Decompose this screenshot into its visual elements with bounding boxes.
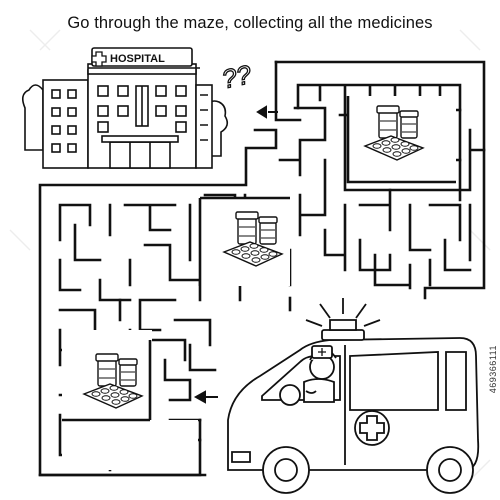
left-arrow-icon (193, 390, 218, 404)
siren-rays (305, 298, 381, 327)
watermark (9, 29, 491, 481)
question-marks: ?? (219, 59, 254, 94)
instruction-title: Go through the maze, collecting all the … (67, 14, 433, 32)
hospital-sign: HOSPITAL (110, 53, 165, 65)
hospital-building-icon (21, 47, 229, 169)
ambulance-icon (227, 319, 480, 494)
medicine-room-1 (348, 96, 456, 182)
left-arrow-icon (256, 105, 278, 119)
stock-id-watermark: 469366111 (488, 345, 498, 394)
